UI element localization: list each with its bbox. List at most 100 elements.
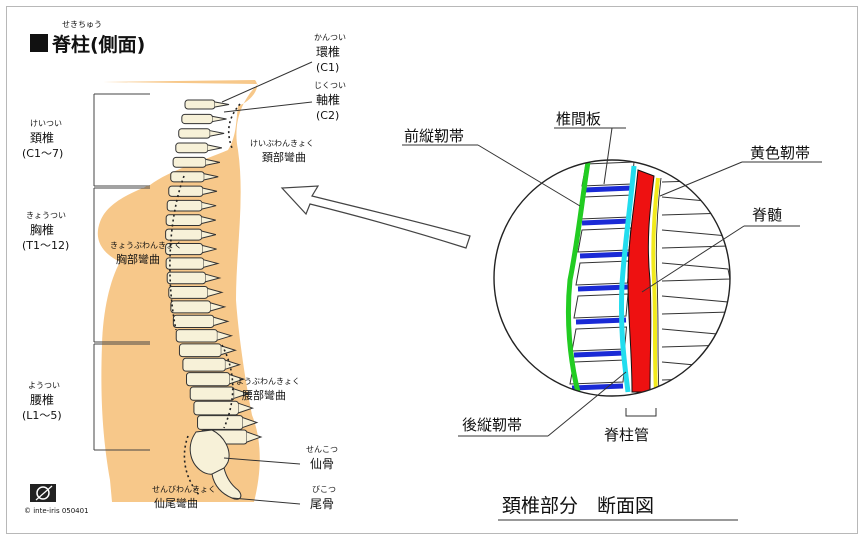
anterior-longitudinal-ligament (565, 161, 591, 393)
thoracic-bracket (93, 187, 150, 343)
lumbar-curve-name: 腰部彎曲 (242, 388, 286, 402)
vertebra (168, 286, 209, 299)
vertebral-bodies (569, 161, 635, 385)
spinous-process (225, 359, 242, 370)
cervical-range: (C1〜7) (22, 147, 63, 160)
cross-section-disc (573, 350, 625, 358)
spinous-process (201, 201, 217, 210)
spinal-canal-label: 脊柱管 (604, 426, 649, 444)
sacral-curve-ruby: せんびわんきょく (152, 485, 216, 494)
vertebra (186, 372, 231, 387)
spinous-process (205, 158, 220, 166)
spinous-process (217, 331, 234, 341)
title-ruby: せきちゅう (62, 20, 102, 29)
coccyx-ruby: びこつ (312, 485, 336, 494)
lumbar-range: (L1〜5) (22, 409, 62, 422)
spinous-process (210, 130, 225, 137)
cross-section-disc (575, 317, 627, 325)
vertebra (189, 386, 235, 401)
spinous-process (207, 288, 224, 297)
coccyx-shape (211, 467, 242, 500)
vertebra (172, 314, 215, 328)
cross-section-spinous-process (661, 163, 730, 183)
vertebra (166, 271, 207, 285)
spinous-process (205, 273, 222, 283)
spinous-process (201, 230, 217, 239)
posterior-ligament-label: 後縦靭帯 (462, 416, 522, 434)
page-title: 脊柱(側面) (51, 33, 145, 56)
thoracic-ruby: きょうつい (26, 211, 66, 220)
coccyx-name: 尾骨 (310, 497, 334, 511)
vertebra (193, 400, 240, 416)
thoracic-curve-ruby: きょうぶわんきょく (110, 241, 182, 250)
spinous-process (229, 374, 246, 385)
spinous-process (214, 101, 230, 108)
cross-section-view (494, 160, 730, 396)
spinous-process (242, 417, 259, 428)
cross-section-spinous-process (661, 196, 730, 216)
vertebra (165, 214, 203, 227)
intervertebral-discs (571, 185, 633, 391)
vertebra (178, 128, 211, 139)
ligamentum-flavum-pointer (659, 161, 743, 197)
sacrum-ruby: せんこつ (306, 445, 338, 454)
vertebra (170, 171, 205, 183)
thoracic-range: (T1〜12) (22, 239, 69, 252)
cross-section-vertebral-body (571, 326, 628, 352)
posterior-longitudinal-ligament (618, 165, 637, 393)
anterior-ligament-label: 前縦靭帯 (404, 127, 464, 145)
sacral-curve-name: 仙尾彎曲 (154, 496, 198, 510)
cross-section-vertebral-body (569, 359, 626, 385)
vertebra (170, 300, 212, 314)
vertebra (197, 415, 244, 430)
lumbar-name: 腰椎 (30, 392, 54, 407)
cross-section-spinous-process (661, 328, 730, 348)
cervical-curve-name: 頚部彎曲 (262, 150, 306, 164)
cross-section-vertebral-body (579, 194, 634, 220)
sacrum-name: 仙骨 (310, 457, 334, 471)
spinal-canal-bracket (625, 408, 657, 417)
brand-logo (30, 484, 56, 502)
cross-section-disc (581, 218, 631, 226)
vertebra (181, 113, 214, 125)
ligamentum-flavum (651, 177, 660, 393)
cervical-curve-ruby: けいぶわんきょく (250, 139, 314, 148)
atlas-ruby: かんつい (314, 33, 346, 42)
title-square-marker (30, 34, 48, 52)
vertebra (178, 343, 222, 358)
ligamentum-flavum-label: 黄色靭帯 (750, 144, 810, 162)
cross-section-disc (571, 383, 624, 391)
spinous-process (202, 244, 217, 254)
spinous-process (210, 302, 227, 312)
vertebra (175, 329, 218, 343)
thoracic-name: 胸椎 (30, 222, 54, 237)
lumbar-ruby: ようつい (28, 381, 60, 390)
spinous-process (213, 316, 230, 326)
spinous-process (207, 144, 222, 152)
axis-ruby: じくつい (314, 81, 346, 90)
vertebra (182, 357, 226, 372)
magnify-arrow (280, 185, 471, 249)
axis-pointer (223, 101, 313, 113)
spinous-process (202, 187, 218, 195)
axis-name: 軸椎 (316, 92, 340, 107)
spinous-process (221, 345, 237, 356)
detail-caption: 頚椎部分 断面図 (502, 495, 654, 517)
posterior-ligament-pointer (547, 371, 627, 437)
anterior-ligament-pointer (477, 144, 581, 207)
spinous-process (201, 216, 216, 225)
spinous-process (212, 115, 227, 123)
lumbar-curve-ruby: ようぶわんきょく (236, 377, 300, 386)
vertebra (165, 257, 205, 270)
cross-section-vertebral-body (573, 293, 629, 319)
spinous-process (238, 402, 255, 414)
cervical-ruby: けいつい (30, 119, 62, 128)
spinal-cord-pointer (641, 225, 745, 293)
vertebral-column (165, 99, 263, 445)
credit-text: © inte-iris 050401 (24, 507, 89, 515)
disc-pointer (603, 127, 613, 185)
sacral-curve-line (183, 435, 201, 497)
cross-section-vertebral-body (575, 260, 631, 286)
spinous-process (203, 259, 220, 268)
